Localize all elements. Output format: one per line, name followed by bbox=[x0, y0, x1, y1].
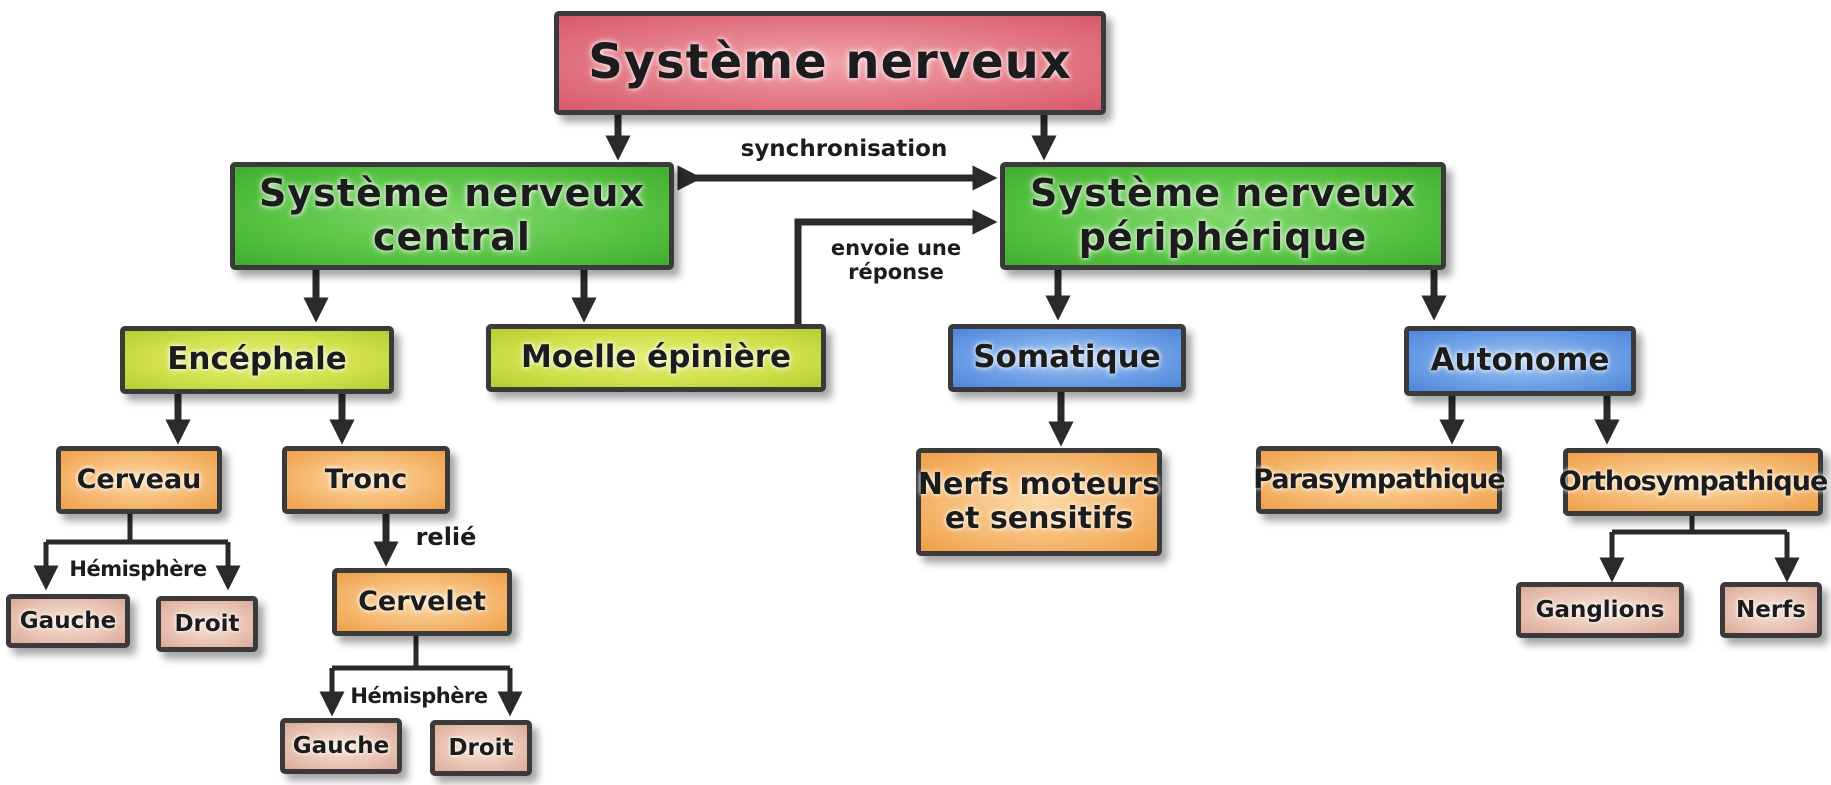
node-nerfs-moteurs-sensitifs: Nerfs moteurs et sensitifs bbox=[916, 448, 1162, 556]
node-cervelet: Cervelet bbox=[332, 568, 512, 636]
label-hemisphere-cervelet: Hémisphère bbox=[350, 684, 488, 708]
node-cervelet-label: Cervelet bbox=[358, 586, 486, 618]
branch-cerveau-hemispheres bbox=[46, 513, 228, 545]
node-nerfs: Nerfs bbox=[1720, 582, 1822, 638]
node-snc-line1: Système nerveux bbox=[259, 171, 645, 216]
node-parasympathique-label: Parasympathique bbox=[1253, 464, 1505, 496]
node-ganglions: Ganglions bbox=[1516, 582, 1684, 638]
node-gauche-cerveau: Gauche bbox=[6, 594, 130, 648]
node-systeme-nerveux-central: Système nerveux central bbox=[230, 162, 674, 270]
node-autonome-label: Autonome bbox=[1430, 342, 1610, 379]
arrow-envoie-reponse bbox=[794, 209, 998, 328]
branch-cervelet-hemispheres bbox=[332, 633, 510, 671]
node-encephale: Encéphale bbox=[120, 326, 394, 394]
node-gauche-cerveau-label: Gauche bbox=[19, 607, 117, 634]
branch-orthosympathique bbox=[1612, 514, 1787, 535]
label-relie: relié bbox=[415, 523, 477, 551]
node-droit-cerveau-label: Droit bbox=[174, 610, 240, 637]
node-nerfs-ms-line2: et sensitifs bbox=[944, 501, 1134, 536]
node-orthosympathique: Orthosympathique bbox=[1559, 448, 1828, 516]
label-envoie-reponse: envoie une réponse bbox=[830, 236, 962, 285]
node-parasympathique: Parasympathique bbox=[1253, 446, 1506, 514]
node-cerveau: Cerveau bbox=[56, 446, 222, 514]
node-nerfs-ms-line1: Nerfs moteurs bbox=[917, 466, 1161, 502]
node-autonome: Autonome bbox=[1404, 326, 1636, 396]
node-somatique-label: Somatique bbox=[973, 339, 1161, 376]
node-encephale-label: Encéphale bbox=[167, 341, 347, 378]
node-snc-line2: central bbox=[373, 215, 531, 259]
node-systeme-nerveux-peripherique: Système nerveux périphérique bbox=[1000, 162, 1446, 270]
node-somatique: Somatique bbox=[948, 324, 1186, 392]
label-synchronisation: synchronisation bbox=[740, 136, 948, 162]
node-orthosympathique-label: Orthosympathique bbox=[1558, 466, 1829, 498]
node-gauche-cervelet-label: Gauche bbox=[292, 732, 390, 759]
node-droit-cervelet-label: Droit bbox=[448, 734, 514, 761]
node-moelle-label: Moelle épinière bbox=[520, 339, 792, 376]
node-tronc: Tronc bbox=[282, 446, 450, 514]
node-cerveau-label: Cerveau bbox=[76, 464, 202, 496]
node-nerfs-label: Nerfs bbox=[1736, 596, 1806, 623]
node-tronc-label: Tronc bbox=[324, 464, 408, 496]
node-systeme-nerveux-label: Système nerveux bbox=[588, 34, 1072, 91]
node-systeme-nerveux: Système nerveux bbox=[554, 11, 1106, 115]
node-ganglions-label: Ganglions bbox=[1535, 596, 1665, 623]
label-hemisphere-cerveau: Hémisphère bbox=[69, 557, 207, 581]
node-moelle-epiniere: Moelle épinière bbox=[486, 324, 826, 392]
node-snp-line2: périphérique bbox=[1078, 215, 1368, 259]
node-gauche-cervelet: Gauche bbox=[280, 718, 402, 774]
node-snp-line1: Système nerveux bbox=[1030, 171, 1416, 216]
node-droit-cerveau: Droit bbox=[156, 596, 258, 652]
node-droit-cervelet: Droit bbox=[430, 720, 532, 776]
